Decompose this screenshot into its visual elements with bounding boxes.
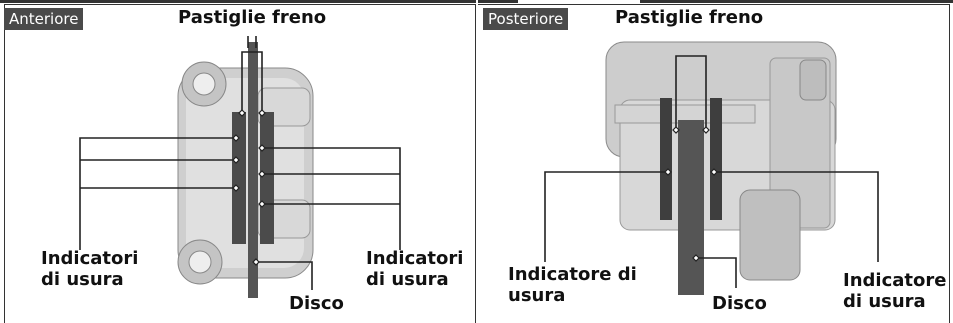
rear-caliper: [605, 41, 837, 295]
front-wear-indicator-left-label: Indicatori di usura: [41, 248, 139, 290]
front-caliper: [177, 42, 314, 298]
rear-wear-indicator-left-label: Indicatore di usura: [508, 264, 637, 306]
front-disc-label: Disco: [289, 293, 344, 314]
front-panel: [4, 4, 476, 323]
front-section-tag: Anteriore: [4, 8, 84, 30]
front-wear-indicator-right-label: Indicatori di usura: [366, 248, 464, 290]
front-markers: [232, 109, 266, 266]
rear-section-tag: Posteriore: [483, 8, 569, 30]
front-brake-pads-label: Pastiglie freno: [178, 7, 327, 28]
rear-markers: [664, 126, 718, 262]
rear-leader-lines: [544, 55, 879, 288]
rear-brake-pads-label: Pastiglie freno: [615, 7, 764, 28]
rear-wear-indicator-right-label: Indicatore di usura: [843, 270, 947, 312]
front-leader-lines: [79, 36, 401, 290]
rear-disc-label: Disco: [712, 293, 767, 314]
rear-panel: [478, 4, 950, 323]
